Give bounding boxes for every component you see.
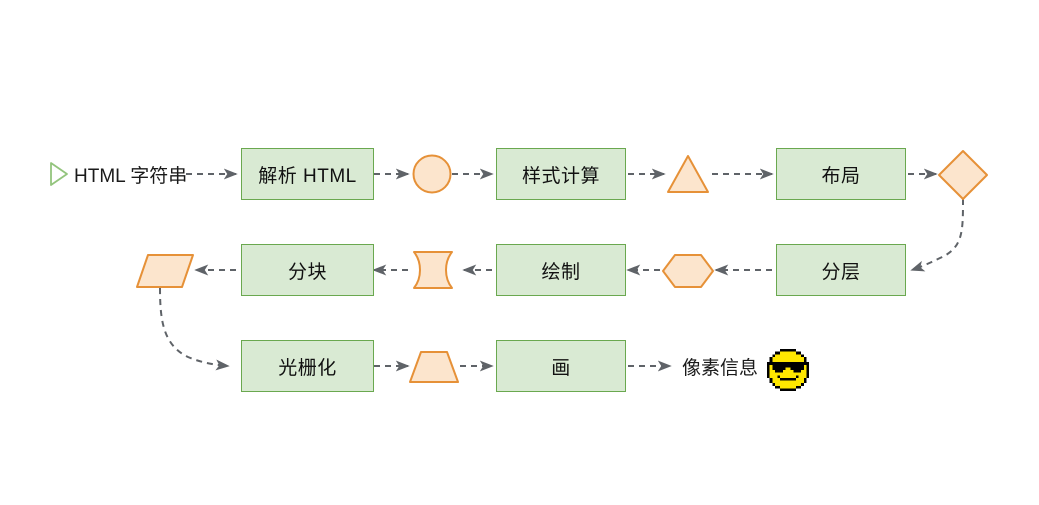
node-style-triangle[interactable] [664,152,712,201]
node-layout-diamond[interactable] [936,148,990,207]
pixels-output-label: 像素信息 [682,357,759,379]
node-tiling-label: 分块 [287,261,327,283]
node-paint-label: 绘制 [541,261,581,283]
node-tile-parallelogram[interactable] [134,252,196,295]
node-style-calc[interactable]: 样式计算 [496,148,626,200]
sunglasses-face-emoji [767,349,809,396]
edge-parallelogram-to-rasterize [159,287,230,371]
node-dom-circle[interactable] [410,152,454,201]
node-parse-html[interactable]: 解析 HTML [241,148,374,200]
play-triangle-icon [48,160,70,193]
node-layering-label: 分层 [821,261,861,283]
node-draw-label: 画 [551,357,571,379]
node-tiling[interactable]: 分块 [241,244,374,296]
node-paint[interactable]: 绘制 [496,244,626,296]
node-style-calc-label: 样式计算 [521,165,600,187]
node-rasterize-label: 光栅化 [278,357,337,379]
node-layout-label: 布局 [821,165,861,187]
node-paint-tape[interactable] [408,248,464,297]
start-label: HTML 字符串 [74,165,188,187]
node-rasterize[interactable]: 光栅化 [241,340,374,392]
node-layout[interactable]: 布局 [776,148,906,200]
node-layer-hexagon[interactable] [660,252,716,295]
node-draw[interactable]: 画 [496,340,626,392]
node-layering[interactable]: 分层 [776,244,906,296]
node-parse-html-label: 解析 HTML [258,165,357,187]
node-draw-trapezoid[interactable] [406,348,462,391]
edge-diamond-to-layering [910,198,964,272]
